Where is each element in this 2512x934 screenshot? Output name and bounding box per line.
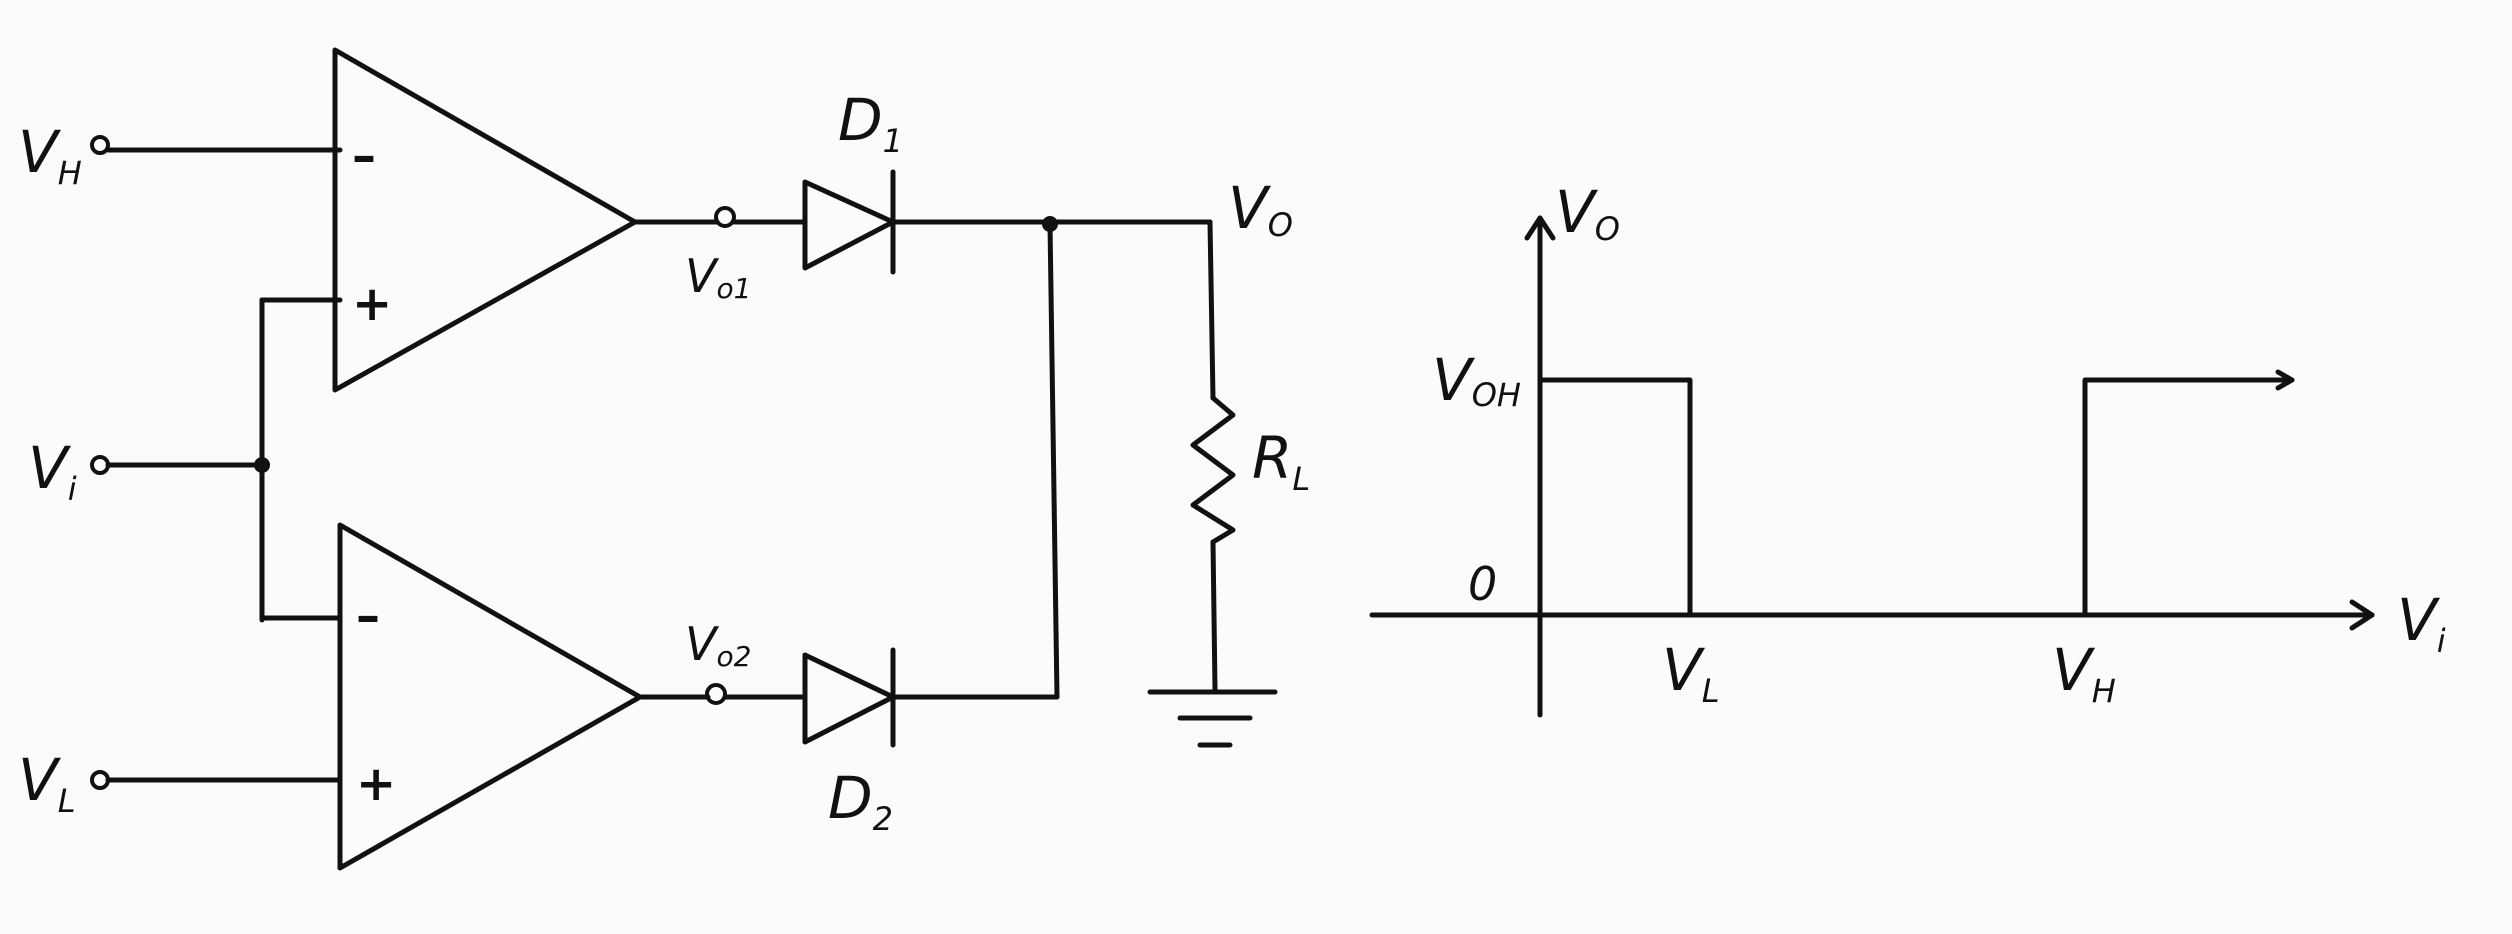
label-d2: D2 (828, 764, 893, 838)
plot-y-axis-arrow (1524, 215, 1556, 241)
label-vi: Vi (28, 434, 77, 508)
plot-label-vl: VL (1662, 636, 1720, 710)
opamp-bottom-plus-sign: + (356, 756, 396, 812)
diode-d2 (802, 647, 1060, 748)
plot-label-vo: VO (1555, 178, 1620, 248)
plot-label-vh: VH (2052, 636, 2116, 710)
output-bus (1042, 216, 1216, 700)
plot-label-zero: 0 (1468, 557, 1497, 611)
label-d1: D1 (838, 86, 903, 160)
node-vo2 (705, 683, 808, 705)
label-vo: VO (1228, 174, 1293, 244)
ground-symbol (1147, 689, 1278, 748)
label-vo2: Vo2 (685, 617, 751, 673)
plot-label-vi: Vi (2397, 586, 2446, 660)
opamp-top: – + (332, 47, 720, 393)
label-vo1: Vo1 (685, 249, 751, 305)
circuit-schematic: – + – + (18, 47, 1310, 871)
plot-x-axis-arrow (2349, 599, 2375, 631)
curve-end-arrow (2275, 369, 2295, 391)
resistor-rl (1190, 395, 1236, 693)
curve-segment-low (1537, 377, 1693, 618)
terminal-vl (90, 770, 343, 790)
label-vl: VL (18, 746, 76, 820)
plot-label-voh: VOH (1432, 346, 1521, 414)
transfer-plot: VO Vi VOH 0 VL VH (1369, 178, 2446, 718)
terminal-vi (90, 297, 343, 623)
node-vo1 (714, 206, 808, 228)
opamp-bottom-minus-sign: – (356, 588, 380, 644)
label-rl: RL (1252, 424, 1310, 498)
terminal-vh (90, 135, 343, 155)
opamp-bottom: – + (337, 522, 711, 871)
curve-segment-high (2082, 377, 2295, 618)
opamp-top-plus-sign: + (352, 276, 392, 332)
diode-d1 (802, 169, 1053, 275)
label-vh: VH (18, 118, 82, 192)
opamp-top-minus-sign: – (352, 128, 376, 184)
